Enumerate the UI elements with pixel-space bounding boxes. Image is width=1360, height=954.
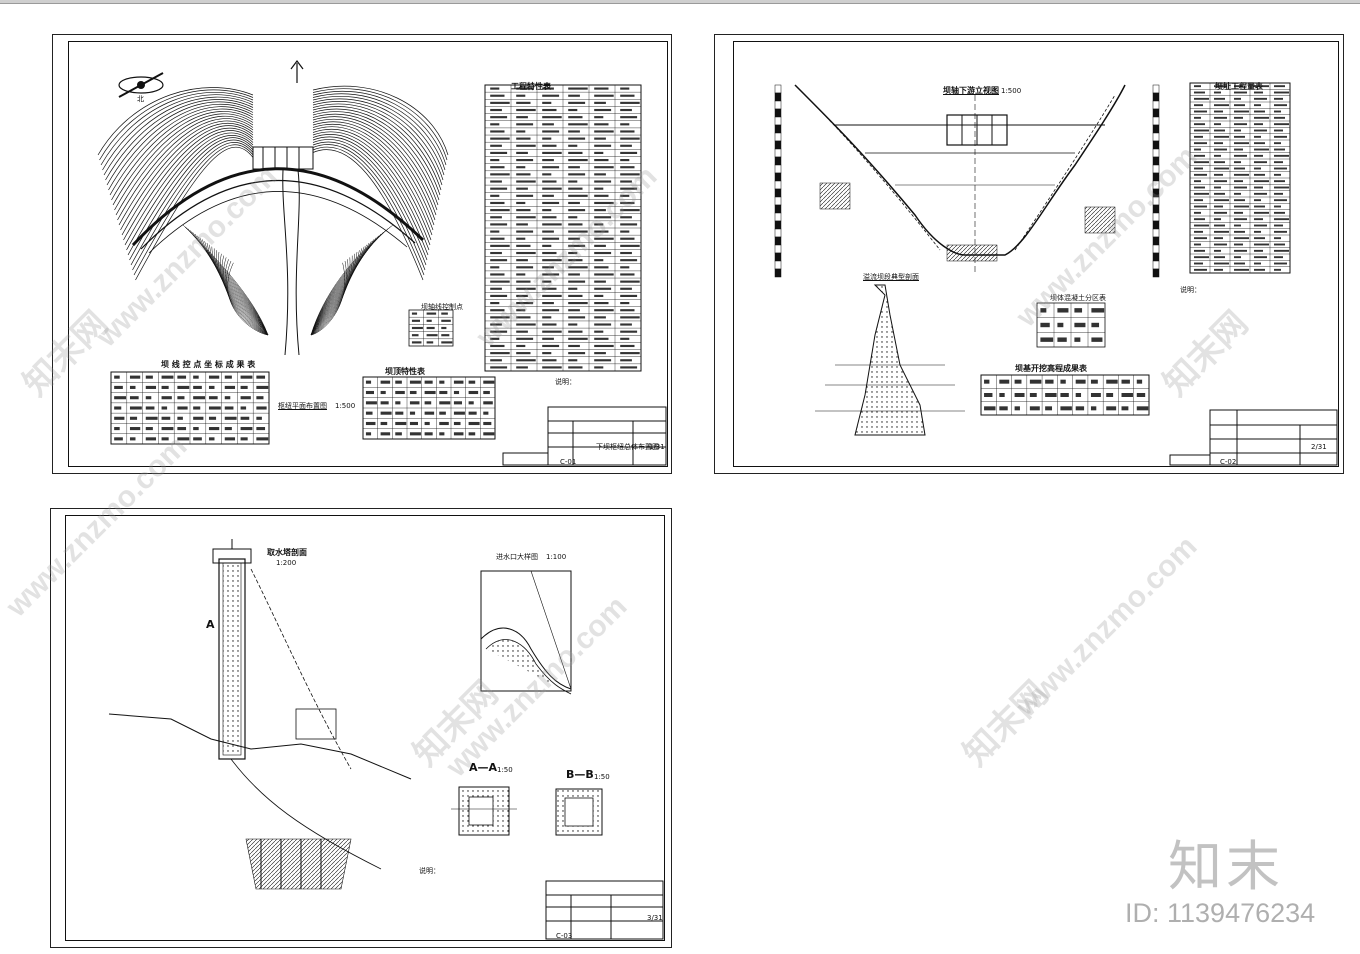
sheet-2-title-scale: 1:500 bbox=[1001, 87, 1022, 95]
top-edge-line bbox=[0, 0, 1360, 4]
sheet-1-plan-scale: 1:500 bbox=[335, 402, 356, 410]
sheet-1-footer-code: C-01 bbox=[560, 458, 577, 466]
sheet-3-sec-a-scale: 1:50 bbox=[497, 766, 513, 774]
brand-id-text: ID: 1139476234 bbox=[1125, 898, 1316, 928]
drawing-sheet-1: 工程特性表 枢纽平面布置图 1:500 坝轴线控制点 坝 线 控 点 坐 标 成… bbox=[52, 34, 672, 474]
sheet-2-wide-table-title: 坝基开挖高程成果表 bbox=[1015, 364, 1087, 373]
sheet-1-notes-label: 说明： bbox=[555, 378, 576, 386]
sheet-1-inner-frame bbox=[68, 41, 668, 467]
sheet-1-north-label: 北 bbox=[137, 95, 144, 103]
sheet-1-plan-title: 枢纽平面布置图 bbox=[278, 402, 327, 410]
sheet-3-inner-frame bbox=[65, 515, 665, 941]
sheet-2-table-title: 坝址工程量表 bbox=[1215, 82, 1263, 91]
sheet-3-footer-page: 3/31 bbox=[647, 914, 663, 922]
sheet-1-bottom-table-title: 坝 线 控 点 坐 标 成 果 表 bbox=[161, 360, 256, 369]
sheet-2-elevation-drawing bbox=[774, 82, 1338, 466]
sheet-2-notes-label: 说明： bbox=[1180, 286, 1201, 294]
sheet-2-inner-frame bbox=[733, 41, 1339, 467]
sheet-3-label-a: A bbox=[206, 618, 215, 631]
drawing-sheet-2: 坝轴下游立视图 1:500 坝址工程量表 坝体混凝土分区表 坝基开挖高程成果表 … bbox=[714, 34, 1344, 474]
sheet-1-footer-page: 1/31 bbox=[649, 443, 665, 451]
sheet-2-footer-page: 2/31 bbox=[1311, 443, 1327, 451]
watermark-cn-4: 知末网 bbox=[956, 674, 1056, 774]
brand-logo: 知末 bbox=[1168, 835, 1284, 898]
sheet-2-footer-code: C-02 bbox=[1220, 458, 1237, 466]
sheet-3-title: 取水塔剖面 bbox=[267, 548, 307, 557]
sheet-1-table-title: 工程特性表 bbox=[511, 82, 551, 91]
sheet-1-plan-drawing bbox=[97, 60, 667, 466]
sheet-3-sec-b: B—B bbox=[566, 768, 594, 781]
sheet-3-detail-scale: 1:100 bbox=[546, 553, 567, 561]
sheet-2-section-label: 溢流坝段典型剖面 bbox=[863, 273, 919, 281]
sheet-3-section-drawing bbox=[108, 539, 664, 940]
sheet-2-curve-title: 坝体混凝土分区表 bbox=[1050, 294, 1106, 302]
sheet-3-sec-a: A—A bbox=[469, 761, 498, 774]
drawing-sheet-3: 取水塔剖面 1:200 进水口大样图 1:100 A—A 1:50 B—B 1:… bbox=[50, 508, 672, 948]
sheet-1-footer-name: 下坝枢纽总体布置图 bbox=[596, 443, 659, 451]
sheet-1-coord-title: 坝轴线控制点 bbox=[421, 303, 463, 311]
sheet-1-mid-table-title: 坝顶特性表 bbox=[385, 367, 425, 376]
sheet-3-title-scale: 1:200 bbox=[276, 559, 297, 567]
sheet-3-notes-label: 说明： bbox=[419, 867, 440, 875]
sheet-3-detail-title: 进水口大样图 bbox=[496, 553, 538, 561]
sheet-2-title: 坝轴下游立视图 bbox=[943, 86, 999, 95]
watermark-site-6: www.znzmo.com bbox=[1010, 529, 1204, 724]
sheet-3-footer-code: C-03 bbox=[556, 932, 573, 940]
sheet-3-sec-b-scale: 1:50 bbox=[594, 773, 610, 781]
